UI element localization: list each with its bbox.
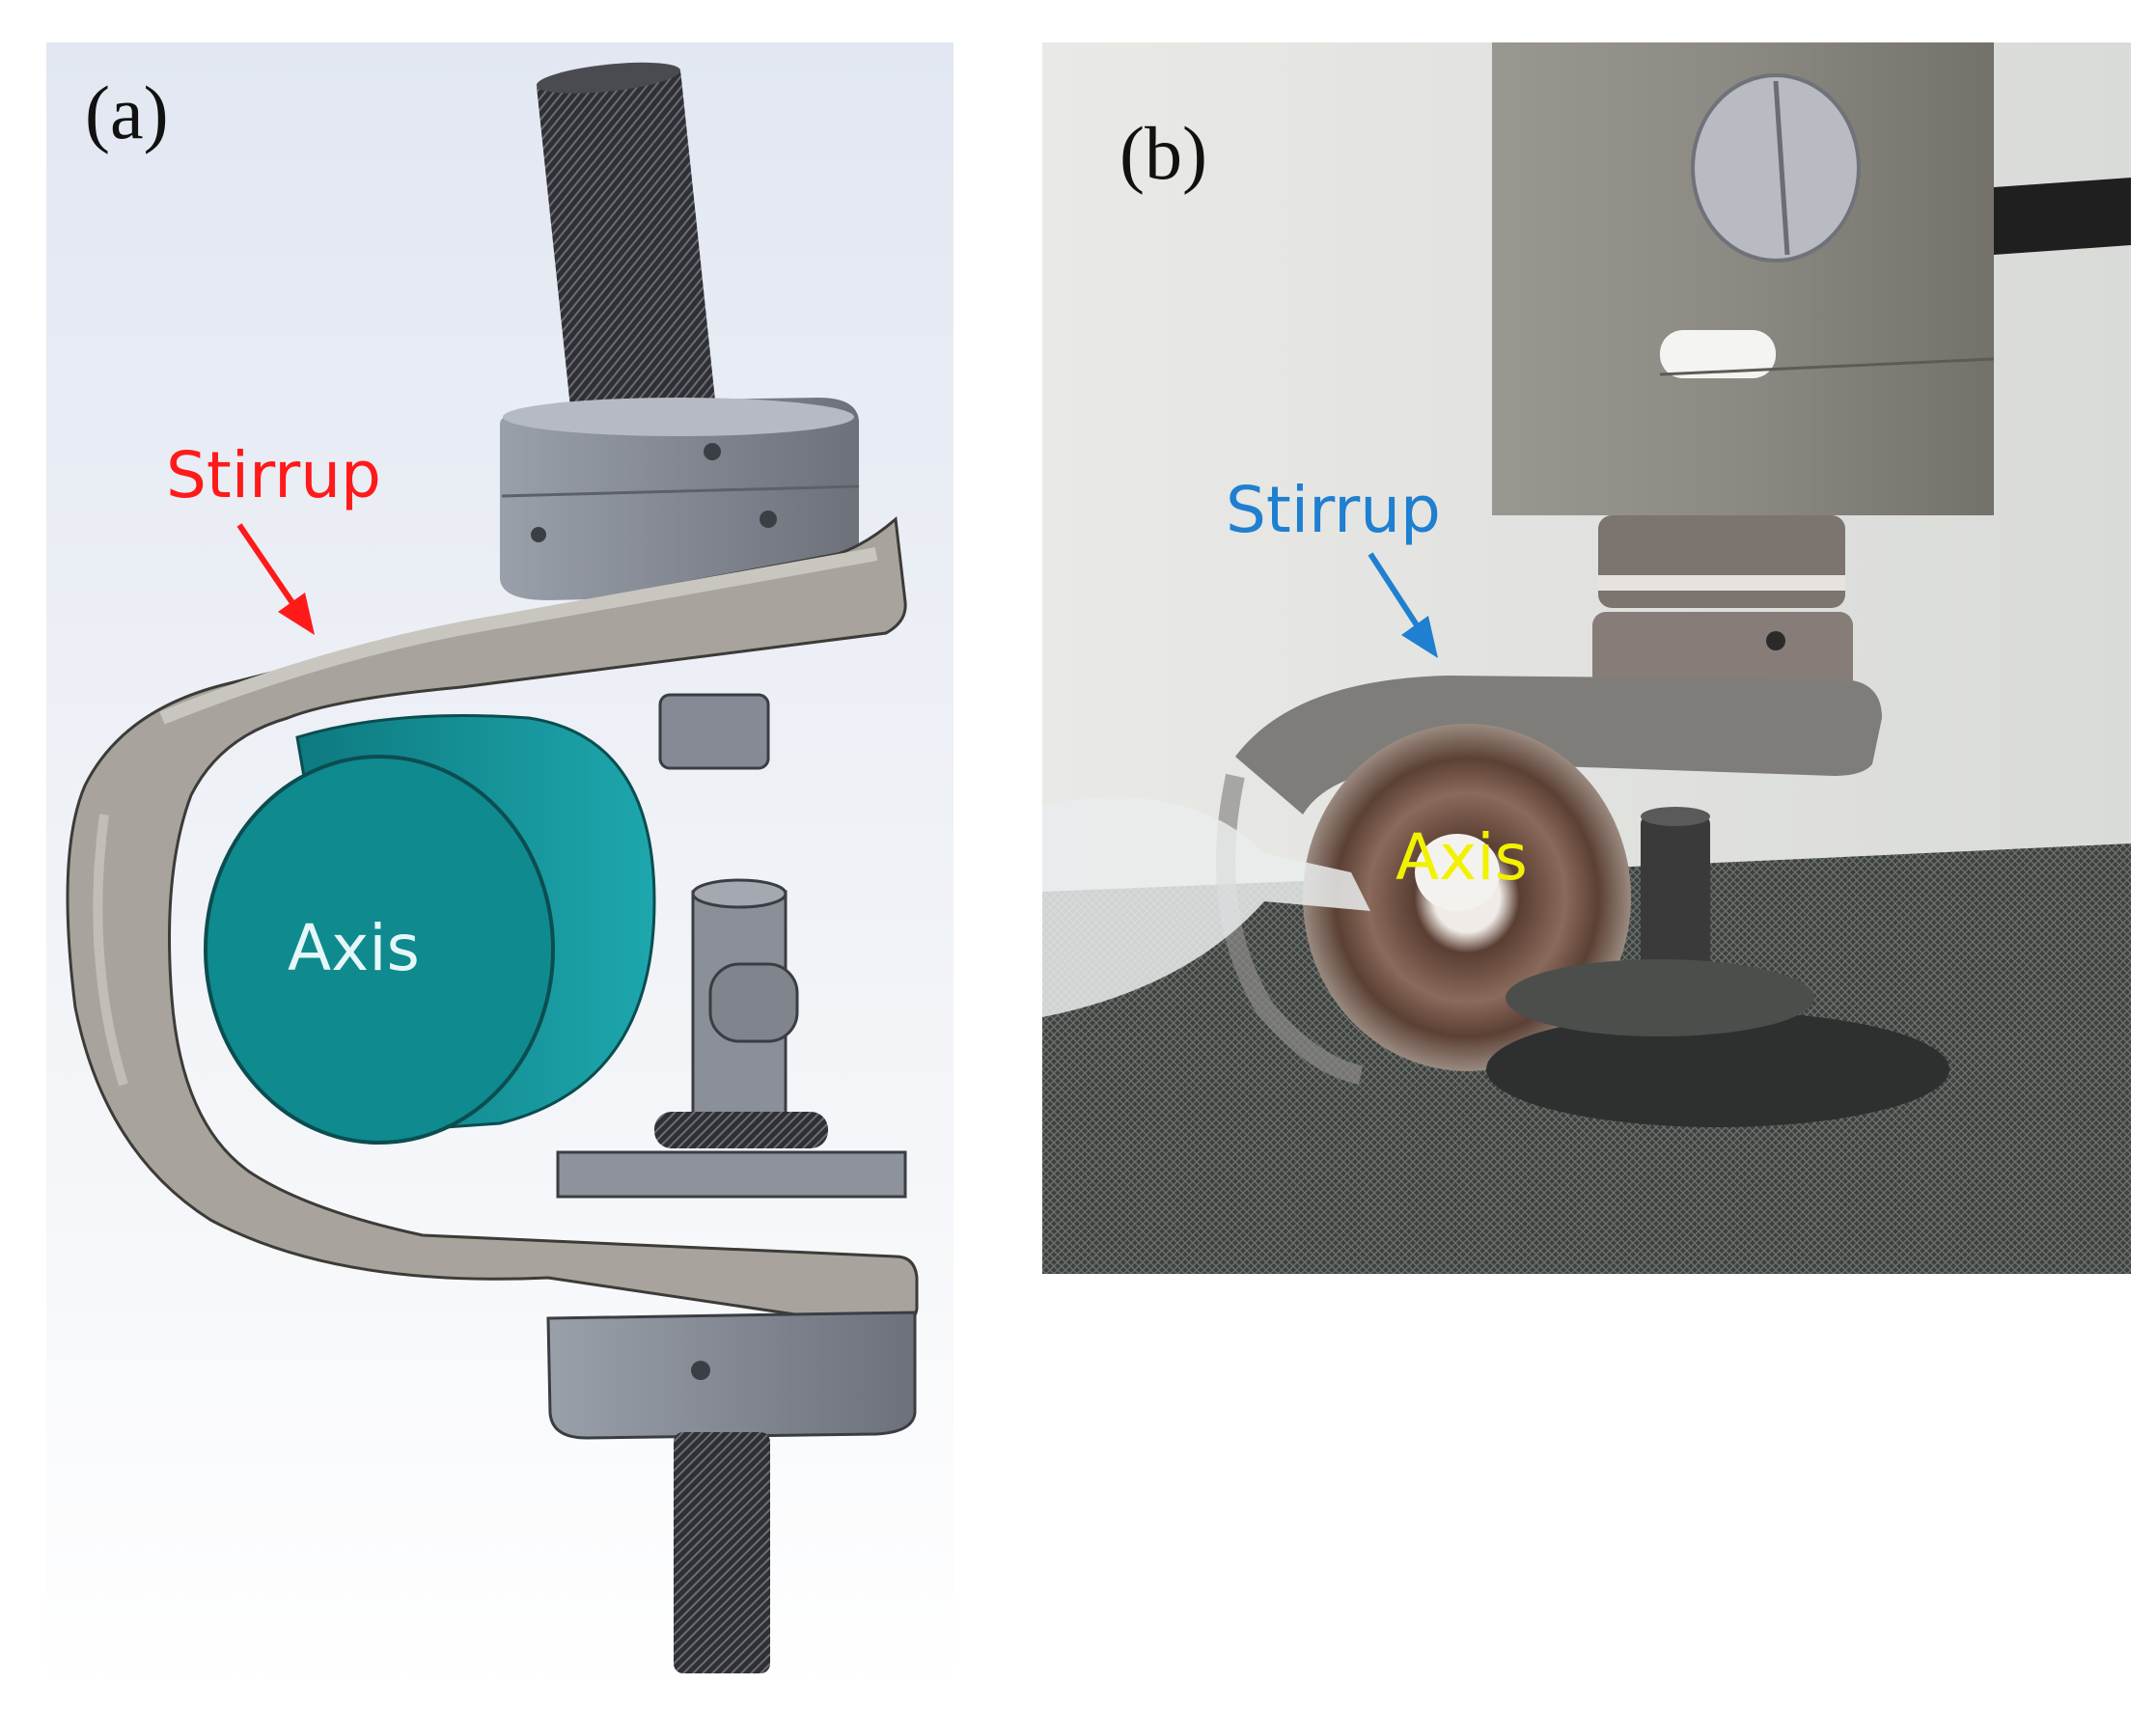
upper-peg <box>658 693 770 770</box>
photo-lower-pin <box>1486 807 1949 1127</box>
axis-label-a: Axis <box>288 911 420 985</box>
photo-panel: (b) Stirrup Axis <box>1042 42 2131 1274</box>
upper-threaded-rod <box>536 62 718 446</box>
panel-letter-a: (a) <box>85 70 169 154</box>
load-cell <box>1492 42 2131 515</box>
lower-threaded-rod <box>674 1432 770 1673</box>
panel-letter-b: (b) <box>1119 111 1207 195</box>
stirrup-label-a: Stirrup <box>166 438 381 512</box>
axis-label-b: Axis <box>1396 820 1528 895</box>
stirrup-arrow-a <box>236 523 315 635</box>
lower-pin <box>654 878 828 1148</box>
upper-grip <box>500 398 860 600</box>
stirrup-arrow-b <box>1368 552 1438 658</box>
lower-grip <box>546 1150 917 1440</box>
axis-cylinder <box>204 714 656 1145</box>
test-setup-photo <box>1042 42 2131 1274</box>
cad-render-illustration <box>46 42 954 1695</box>
stirrup-label-b: Stirrup <box>1226 473 1441 547</box>
cad-render-panel: (a) Stirrup Axis <box>46 42 954 1695</box>
rope <box>1042 796 1370 1017</box>
